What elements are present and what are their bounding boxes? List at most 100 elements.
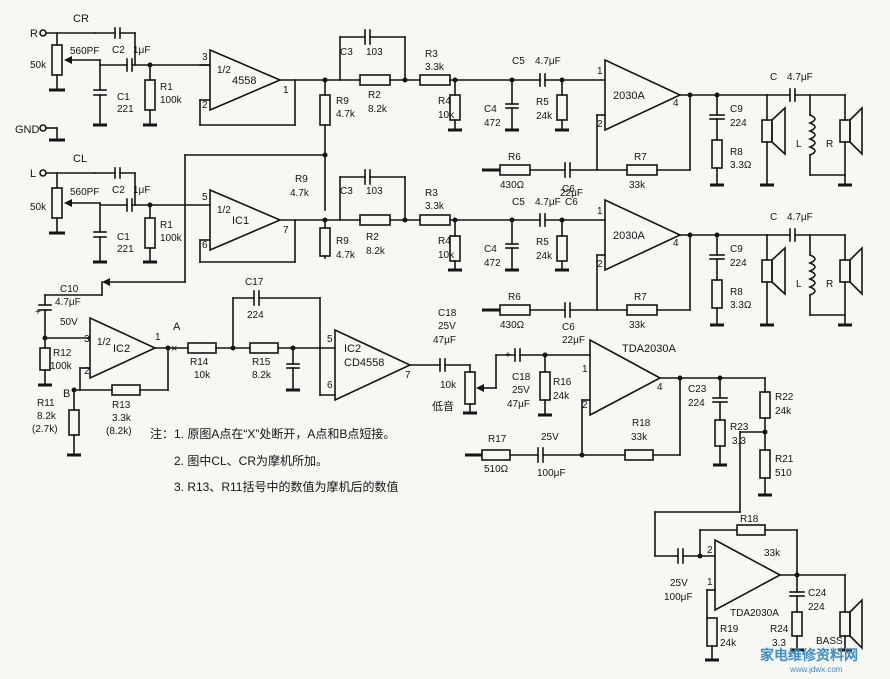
label-c-out-r: C bbox=[770, 72, 777, 83]
label-c18-top-val: 47μF bbox=[433, 335, 456, 346]
label-c5-l-val: 4.7μF bbox=[535, 197, 561, 208]
label-spk-r: R bbox=[826, 139, 833, 150]
label-c3-r-val: 103 bbox=[366, 47, 383, 58]
label-c18-top-v: 25V bbox=[438, 321, 456, 332]
label-c5-l: C5 bbox=[512, 197, 525, 208]
amp-2030a-l bbox=[604, 198, 682, 272]
pot-50k-r bbox=[51, 44, 63, 76]
label-pin2-r: 2 bbox=[202, 100, 208, 111]
label-r16-val: 24k bbox=[553, 391, 570, 402]
label-c6-l: C6 bbox=[562, 322, 575, 333]
label-ic2-pin1: 1 bbox=[155, 332, 161, 343]
label-r23: R23 bbox=[730, 422, 749, 433]
label-2030a-l-pin4: 4 bbox=[673, 238, 679, 249]
label-pot-10k: 10k bbox=[440, 380, 457, 391]
label-r22-val: 24k bbox=[775, 406, 792, 417]
label-c1-l-val: 221 bbox=[117, 244, 134, 255]
label-cr: CR bbox=[73, 13, 89, 25]
label-c1-r: C1 bbox=[117, 92, 130, 103]
label-r6-r: R6 bbox=[508, 152, 521, 163]
label-c3-l-val: 103 bbox=[366, 186, 383, 197]
label-r19-val: 24k bbox=[720, 638, 737, 649]
label-r3-l: R3 bbox=[425, 188, 438, 199]
label-cd4558: CD4558 bbox=[344, 357, 384, 369]
label-r14-val: 10k bbox=[194, 370, 211, 381]
label-r11-mod: (2.7k) bbox=[32, 424, 58, 435]
label-in-l: L bbox=[30, 168, 36, 180]
label-4558-frac: 1/2 bbox=[217, 65, 231, 76]
label-r2-r-val: 8.2k bbox=[368, 104, 388, 115]
label-c9-r: C9 bbox=[730, 104, 743, 115]
label-c10-v: 50V bbox=[60, 317, 78, 328]
label-c18-b-v: 25V bbox=[512, 385, 530, 396]
label-c1-r-val: 221 bbox=[117, 104, 134, 115]
label-c3-r: C3 bbox=[340, 47, 353, 58]
label-r7-l: R7 bbox=[634, 292, 647, 303]
label-r3-r: R3 bbox=[425, 49, 438, 60]
label-r7-l-val: 33k bbox=[629, 320, 646, 331]
label-2030a-l: 2030A bbox=[613, 230, 645, 242]
label-c6-l-top: C6 bbox=[565, 197, 578, 208]
label-c10-val: 4.7μF bbox=[55, 297, 81, 308]
label-c5-r-val: 4.7μF bbox=[535, 56, 561, 67]
label-r8-r-val: 3.3Ω bbox=[730, 160, 752, 171]
amp-tda2030a-bass bbox=[714, 538, 782, 612]
label-ic2-cd: IC2 bbox=[344, 343, 361, 355]
label-r9-l: R9 bbox=[336, 236, 349, 247]
label-r2-l: R2 bbox=[366, 232, 379, 243]
label-r4-r: R4 bbox=[438, 96, 451, 107]
label-c-bass-v: 25V bbox=[670, 578, 688, 589]
label-c18-b-plus: + bbox=[505, 350, 511, 361]
label-r9-r: R9 bbox=[336, 96, 349, 107]
label-2030a-l-pin2: 2 bbox=[597, 259, 603, 270]
label-pin7-l: 7 bbox=[283, 225, 289, 236]
label-r24-val: 3.3 bbox=[772, 638, 786, 649]
note-2: 2. 图中CL、CR为摩机所加。 bbox=[174, 453, 328, 468]
channel-right bbox=[39, 27, 863, 211]
note-1: 注：1. 原图A点在“X”处断开，A点和B点短接。 bbox=[150, 426, 395, 441]
label-2030a-r-pin2: 2 bbox=[597, 119, 603, 130]
label-r24: R24 bbox=[770, 624, 789, 635]
label-cd-pin5: 5 bbox=[327, 334, 333, 345]
label-r23-val: 3.3 bbox=[732, 436, 746, 447]
label-c4-r: C4 bbox=[484, 104, 497, 115]
label-r9-mid-val: 4.7k bbox=[290, 188, 310, 199]
label-r17-val: 510Ω bbox=[484, 464, 509, 475]
label-c6-r: C6 bbox=[562, 184, 575, 195]
label-ic2-pin3: 3 bbox=[84, 334, 90, 345]
speaker-r-tweeter bbox=[849, 106, 863, 156]
label-r5-l: R5 bbox=[536, 237, 549, 248]
label-c1-l: C1 bbox=[117, 232, 130, 243]
component-labels: R CR 560PF 50k C2 1μF C1 221 R1 100k 3 2… bbox=[15, 13, 843, 649]
label-r21: R21 bbox=[775, 454, 794, 465]
label-c9-l-val: 224 bbox=[730, 258, 747, 269]
coil-l-r bbox=[807, 113, 816, 157]
label-r11-val: 8.2k bbox=[37, 411, 57, 422]
label-tda-main-pin2: 2 bbox=[582, 400, 588, 411]
label-c9-r-val: 224 bbox=[730, 118, 747, 129]
label-c-out-l: C bbox=[770, 212, 777, 223]
label-r12: R12 bbox=[53, 348, 72, 359]
label-bass-cn: 低音 bbox=[432, 399, 454, 413]
label-r12-val: 100k bbox=[50, 361, 73, 372]
label-c10: C10 bbox=[60, 284, 79, 295]
opamp-ic2 bbox=[89, 316, 157, 380]
label-c17-val: 224 bbox=[247, 310, 264, 321]
label-r7-r: R7 bbox=[634, 152, 647, 163]
label-coil-l: L bbox=[796, 279, 802, 290]
label-cd-pin6: 6 bbox=[327, 380, 333, 391]
label-r15: R15 bbox=[252, 357, 271, 368]
label-r19: R19 bbox=[720, 624, 739, 635]
label-c-out-r-val: 4.7μF bbox=[787, 72, 813, 83]
label-c2-l: C2 bbox=[112, 185, 125, 196]
label-r1-l: R1 bbox=[160, 220, 173, 231]
label-r18: R18 bbox=[632, 418, 651, 429]
label-r5-r-val: 24k bbox=[536, 111, 553, 122]
label-point-b: B bbox=[63, 388, 70, 400]
label-r6-l-val: 430Ω bbox=[500, 320, 525, 331]
label-cross-x: × bbox=[171, 343, 177, 355]
label-r18-b: R18 bbox=[740, 514, 759, 525]
speaker-bass bbox=[839, 611, 851, 637]
label-r6-l: R6 bbox=[508, 292, 521, 303]
